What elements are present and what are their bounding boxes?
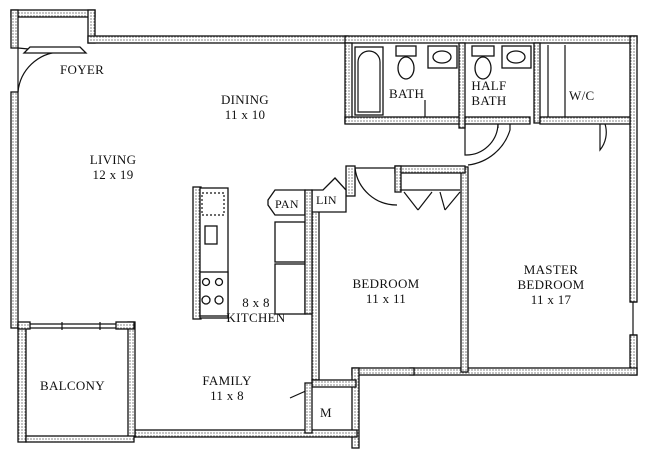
foyer-door <box>17 46 88 93</box>
bedroom-walls <box>311 165 466 381</box>
room-name: BALCONY <box>40 378 105 393</box>
room-wc-label: W/C <box>569 88 594 103</box>
room-name-line1: MASTER <box>523 262 579 277</box>
room-name: LIN <box>316 193 337 207</box>
room-size: 11 x 8 <box>210 388 244 403</box>
room-size: 8 x 8 <box>242 295 270 310</box>
room-bedroom-label: BEDROOM 11 x 11 <box>344 276 428 306</box>
room-mechanical-label: M <box>320 405 332 420</box>
room-name: DINING <box>220 92 269 107</box>
room-name-line2: BATH <box>471 93 507 108</box>
room-name: LIVING <box>89 152 137 167</box>
room-name: W/C <box>569 88 595 103</box>
room-name: BATH <box>389 86 425 101</box>
room-linen-label: LIN <box>316 193 337 208</box>
window-icon <box>630 301 637 336</box>
room-name: BEDROOM <box>352 276 420 291</box>
room-bath-label: BATH <box>389 86 424 101</box>
room-balcony-label: BALCONY <box>40 378 105 393</box>
room-half-bath-label: HALF BATH <box>467 78 511 108</box>
room-foyer-label: FOYER <box>60 62 104 77</box>
room-size: 12 x 19 <box>92 167 134 182</box>
kitchen-counters <box>192 186 313 320</box>
room-name: KITCHEN <box>226 310 286 325</box>
mechanical-closet <box>289 379 357 434</box>
room-name: M <box>320 405 332 420</box>
room-name: FOYER <box>60 62 105 77</box>
room-kitchen-label: 8 x 8 KITCHEN <box>216 295 296 325</box>
master-bedroom-walls <box>460 124 511 373</box>
room-name: PAN <box>275 197 299 211</box>
room-size: 11 x 11 <box>365 291 407 306</box>
room-dining-label: DINING 11 x 10 <box>210 92 280 122</box>
room-size: 11 x 17 <box>530 292 572 307</box>
bath-block <box>344 42 466 129</box>
room-name-line2: BEDROOM <box>517 277 585 292</box>
pantry-linen <box>267 177 347 216</box>
sliding-door-icon <box>17 321 135 443</box>
room-living-label: LIVING 12 x 19 <box>78 152 148 182</box>
room-family-label: FAMILY 11 x 8 <box>192 373 262 403</box>
walk-in-closet <box>539 45 631 152</box>
half-bath-block <box>464 42 541 156</box>
room-name: FAMILY <box>202 373 252 388</box>
room-size: 11 x 10 <box>224 107 266 122</box>
room-pantry-label: PAN <box>275 197 299 212</box>
room-master-bedroom-label: MASTER BEDROOM 11 x 17 <box>509 262 593 307</box>
room-name-line1: HALF <box>471 78 507 93</box>
